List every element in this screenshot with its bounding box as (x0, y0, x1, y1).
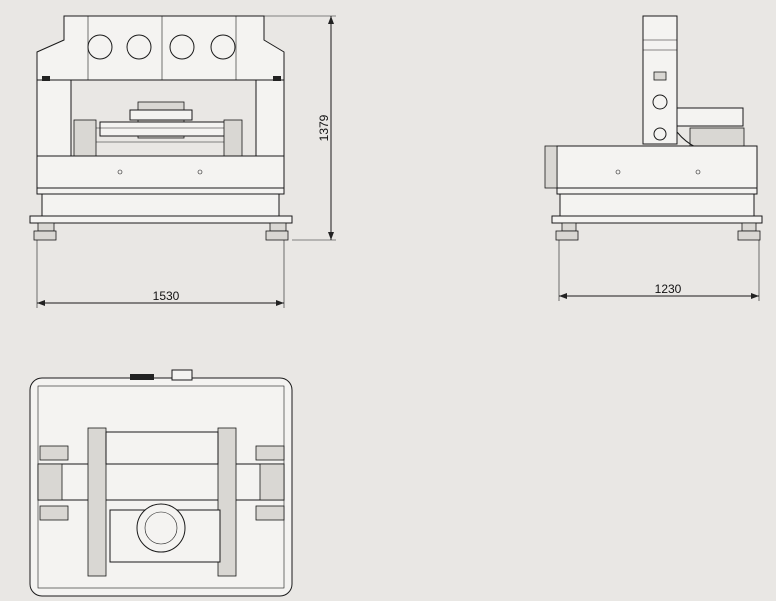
front-width-label: 1530 (153, 289, 180, 303)
side-view (544, 15, 763, 241)
top-view (29, 369, 293, 597)
side-width-dimension: 1230 (558, 240, 760, 301)
front-view (29, 15, 293, 241)
front-height-dimension: 1379 (264, 15, 336, 241)
front-width-dimension: 1530 (36, 240, 285, 308)
side-width-label: 1230 (655, 282, 682, 296)
front-height-label: 1379 (317, 114, 331, 141)
